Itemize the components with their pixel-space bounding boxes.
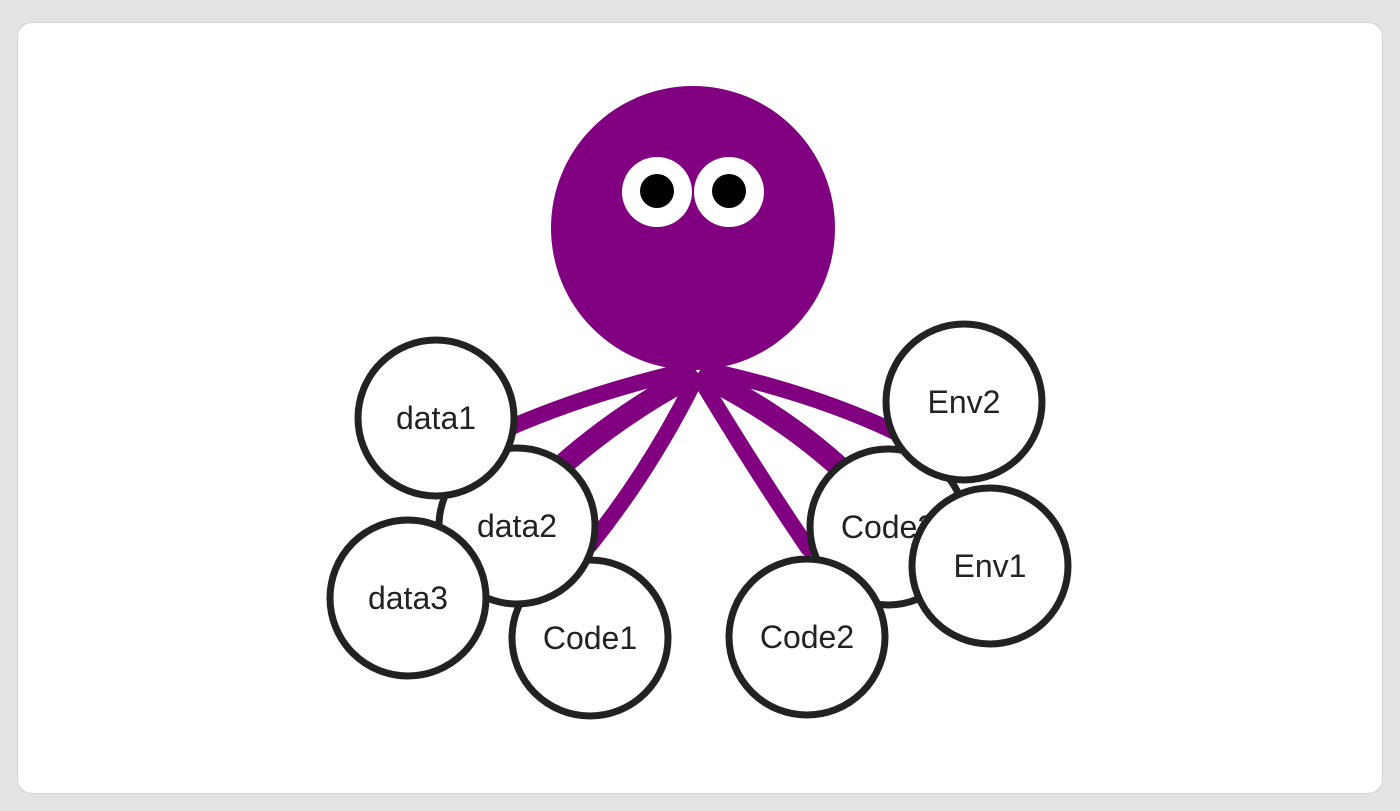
node-label: Env1: [954, 548, 1027, 584]
node-env1[interactable]: Env1: [908, 484, 1072, 648]
tentacles: [492, 364, 903, 556]
octopus-body: [551, 86, 835, 370]
node-label: data3: [368, 580, 448, 616]
node-label: Env2: [928, 384, 1001, 420]
node-label: data1: [396, 400, 476, 436]
node-data1[interactable]: data1: [354, 336, 518, 500]
octopus-head: [551, 86, 835, 370]
left-pupil: [640, 174, 674, 208]
tentacle-code2: [694, 374, 816, 556]
node-env2[interactable]: Env2: [882, 320, 1046, 484]
node-label: data2: [477, 508, 557, 544]
node-data3[interactable]: data3: [326, 516, 490, 680]
tentacle-code3: [697, 367, 859, 486]
tentacle-data1: [492, 364, 688, 440]
node-code2[interactable]: Code2: [725, 555, 889, 719]
node-label: Code1: [543, 620, 637, 656]
tentacle-code1: [582, 374, 702, 553]
right-pupil: [712, 174, 746, 208]
node-label: Code2: [760, 619, 854, 655]
tentacle-env2: [708, 364, 903, 440]
